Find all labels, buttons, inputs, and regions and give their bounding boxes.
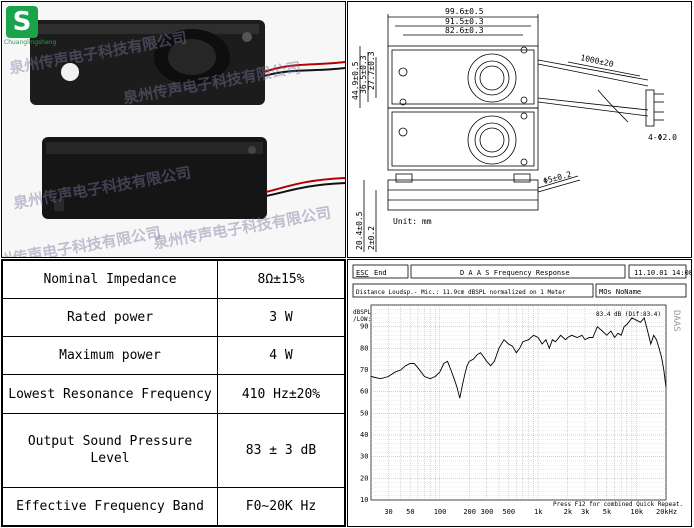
x-tick-label: 200 bbox=[463, 508, 476, 516]
spec-label: Rated power bbox=[2, 298, 218, 338]
y-tick-label: 50 bbox=[360, 409, 368, 417]
spec-value: 4 W bbox=[217, 336, 345, 376]
spec-row: Maximum power 4 W bbox=[2, 336, 345, 376]
graph-title: D A A S Frequency Response bbox=[460, 269, 570, 277]
dim-width-2: 91.5±0.3 bbox=[445, 17, 484, 26]
spec-label: Maximum power bbox=[2, 336, 218, 376]
y-tick-label: 80 bbox=[360, 344, 368, 352]
level-annotation: 83.4 dB (Dif:83.4) bbox=[596, 311, 661, 318]
product-photo: S Chuanglingsheng 泉州传声电子科技有限公司 泉州传声电子科技有… bbox=[1, 1, 346, 258]
x-tick-label: 3k bbox=[581, 508, 590, 516]
brand-logo: S bbox=[6, 6, 38, 38]
spec-row: Output Sound Pressure Level 83 ± 3 dB bbox=[2, 412, 345, 488]
plot-frame bbox=[370, 304, 667, 501]
y-tick-label: 10 bbox=[360, 496, 368, 504]
y-tick-label: 60 bbox=[360, 388, 368, 396]
dim-height-3: 27.7±0.3 bbox=[367, 51, 376, 90]
x-tick-label: 500 bbox=[502, 508, 515, 516]
end-label[interactable]: End bbox=[374, 269, 387, 277]
y-tick-label: 20 bbox=[360, 474, 368, 482]
spec-row: Lowest Resonance Frequency 410 Hz±20% bbox=[2, 374, 345, 414]
x-tick-label: 100 bbox=[434, 508, 447, 516]
spec-value: 8Ω±15% bbox=[217, 260, 345, 300]
x-tick-label: 10k bbox=[630, 508, 643, 516]
dim-cable: 1000±20 bbox=[580, 53, 615, 69]
graph-date: 11.10.01 14:08 bbox=[634, 269, 691, 277]
spec-value: 3 W bbox=[217, 298, 345, 338]
speaker-photo bbox=[30, 20, 345, 219]
dim-depth-2: 2±0.2 bbox=[367, 226, 376, 250]
logo-caption: Chuanglingsheng bbox=[4, 39, 57, 46]
y-tick-label: 40 bbox=[360, 431, 368, 439]
spec-label: Output Sound Pressure Level bbox=[2, 412, 218, 488]
esc-key[interactable]: ESC bbox=[356, 269, 369, 277]
y-axis-label: dBSPL bbox=[353, 309, 371, 316]
technical-drawing: 99.6±0.5 91.5±0.3 82.6±0.3 44.9±0.5 36.5… bbox=[351, 7, 677, 252]
unit-label: Unit: mm bbox=[393, 217, 432, 226]
x-tick-label: 1k bbox=[534, 508, 543, 516]
dim-height-1: 44.9±0.5 bbox=[351, 61, 360, 100]
spec-table: Nominal Impedance 8Ω±15% Rated power 3 W… bbox=[1, 259, 346, 527]
spec-row: Rated power 3 W bbox=[2, 298, 345, 338]
dim-width-1: 99.6±0.5 bbox=[445, 7, 484, 16]
x-tick-label: 300 bbox=[481, 508, 494, 516]
spec-value: 83 ± 3 dB bbox=[217, 412, 345, 488]
frequency-response-chart: ESC End D A A S Frequency Response 11.10… bbox=[352, 264, 691, 516]
dim-hole: 4-Φ2.0 bbox=[648, 133, 677, 142]
dim-depth-1: 20.4±0.5 bbox=[355, 211, 364, 250]
y-axis-sublabel: /LOW:n bbox=[353, 316, 375, 323]
graph-desc: Distance Loudsp.- Mic.: 11.9cm dBSPL nor… bbox=[356, 289, 566, 296]
side-label: DAAS bbox=[671, 310, 681, 332]
frequency-response-panel: ESC End D A A S Frequency Response 11.10… bbox=[347, 259, 692, 527]
graph-mos: MOs NoName bbox=[599, 288, 641, 296]
x-tick-label: 5k bbox=[603, 508, 612, 516]
spec-value: 410 Hz±20% bbox=[217, 374, 345, 414]
plot-grid bbox=[370, 304, 667, 501]
x-tick-label: 30 bbox=[384, 508, 392, 516]
x-tick-label: 50 bbox=[406, 508, 414, 516]
spec-label: Effective Frequency Band bbox=[2, 486, 218, 526]
spec-row: Effective Frequency Band F0∼20K Hz bbox=[2, 486, 345, 526]
y-tick-label: 70 bbox=[360, 366, 368, 374]
graph-footer: Press F12 for combined Quick Repeat. bbox=[553, 501, 683, 508]
y-tick-label: 30 bbox=[360, 453, 368, 461]
x-tick-label: 20kHz bbox=[656, 508, 677, 516]
y-tick-label: 90 bbox=[360, 323, 368, 331]
spec-row: Nominal Impedance 8Ω±15% bbox=[2, 260, 345, 300]
x-tick-label: 2k bbox=[564, 508, 573, 516]
dim-height-2: 36.5±0.3 bbox=[359, 55, 368, 94]
response-curve bbox=[370, 317, 667, 399]
plot-series bbox=[370, 317, 667, 399]
dimension-drawing: 99.6±0.5 91.5±0.3 82.6±0.3 44.9±0.5 36.5… bbox=[347, 1, 692, 258]
plot-ticks: 30 50 100 200 300 500 1k 2k 3k 5k 10k 20kHz 10 20 30 40… bbox=[360, 323, 677, 516]
dim-width-3: 82.6±0.3 bbox=[445, 26, 484, 35]
spec-label: Lowest Resonance Frequency bbox=[2, 374, 218, 414]
spec-value: F0∼20K Hz bbox=[217, 486, 345, 526]
spec-label: Nominal Impedance bbox=[2, 260, 218, 300]
